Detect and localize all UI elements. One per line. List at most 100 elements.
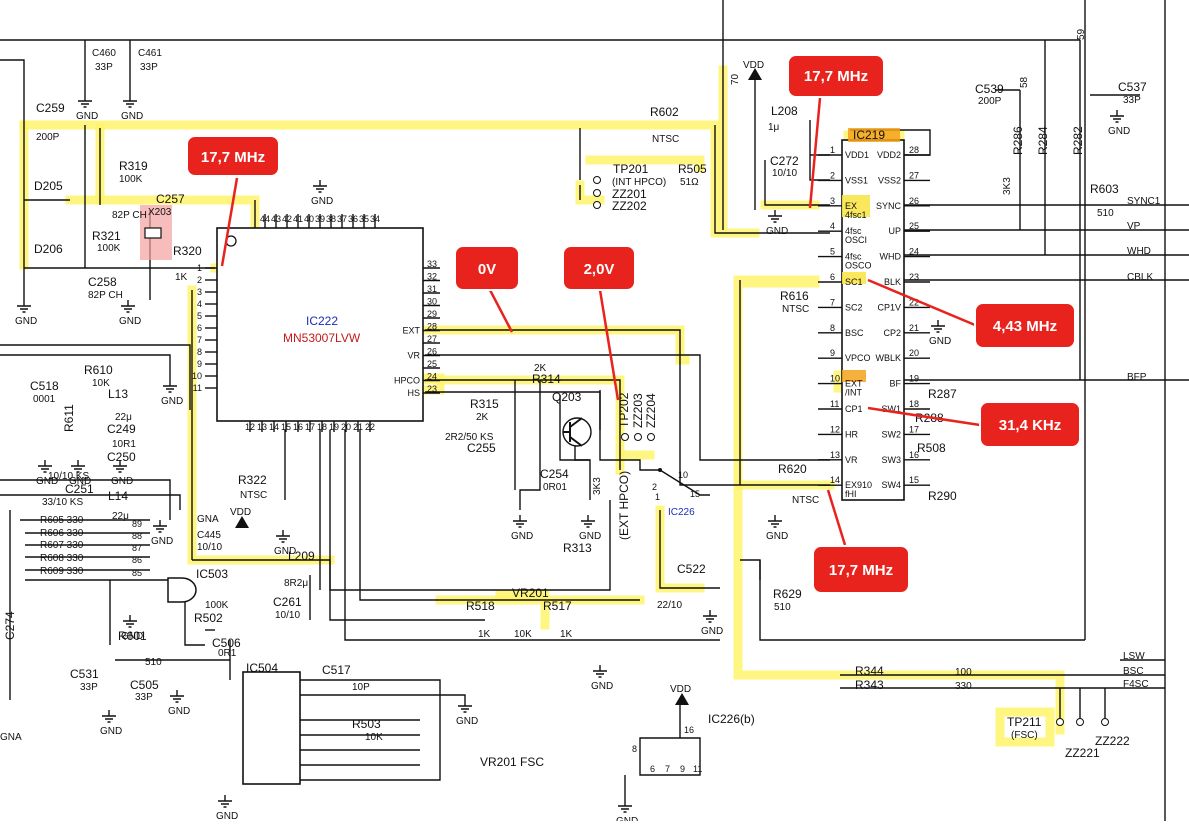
ic222-pin-bottom: 13 (257, 422, 267, 432)
svg-text:C460: C460 (92, 48, 116, 59)
svg-text:1K: 1K (478, 629, 491, 640)
svg-text:22μ: 22μ (115, 412, 132, 423)
svg-text:R290: R290 (928, 489, 957, 503)
svg-text:VR201: VR201 (512, 586, 549, 600)
callout-c2: 0V (454, 245, 520, 291)
svg-text:C272: C272 (770, 154, 799, 168)
svg-text:10/10 KS: 10/10 KS (48, 471, 89, 482)
svg-text:2K: 2K (534, 363, 547, 374)
ic219-pin-left-num: 13 (830, 450, 840, 460)
svg-text:10K: 10K (514, 629, 532, 640)
net-labels: SYNC1 VP WHD CBLK BFP LSW BSC F4SC 70 58… (0, 28, 1161, 743)
ic219-pin-left-name: fHI (845, 489, 857, 499)
svg-text:16: 16 (684, 725, 694, 735)
svg-text:GNA: GNA (0, 732, 22, 743)
ic222-part-number: MN53007LVW (283, 331, 361, 345)
gnd-label: GND (1108, 126, 1130, 137)
svg-text:R508: R508 (917, 441, 946, 455)
ic219-pin-right-name: WBLK (875, 353, 901, 363)
ic219-pin-left-name: CP1 (845, 404, 863, 414)
svg-text:L208: L208 (771, 104, 798, 118)
svg-text:R287: R287 (928, 387, 957, 401)
svg-text:C258: C258 (88, 275, 117, 289)
ic219-pin-right-num: 19 (909, 374, 919, 384)
svg-text:R319: R319 (119, 159, 148, 173)
gnd-label: GND (151, 536, 173, 547)
svg-text:C445: C445 (197, 530, 221, 541)
svg-text:(FSC): (FSC) (1011, 730, 1038, 741)
svg-text:TP201: TP201 (613, 162, 649, 176)
svg-text:Q203: Q203 (552, 390, 582, 404)
ic219-ex4fsc-highlight (842, 195, 870, 217)
ic222-pin-bottom: 18 (317, 422, 327, 432)
svg-text:2K: 2K (476, 412, 489, 423)
ic222-pin-top: 35 (359, 214, 369, 224)
ic219-pin-left-num: 14 (830, 475, 840, 485)
ic222-pin-bottom: 20 (341, 422, 351, 432)
ic503-ref: IC503 (196, 567, 228, 581)
svg-text:C274: C274 (3, 611, 17, 640)
ic222-pin-bottom: 16 (293, 422, 303, 432)
callout-c5: 4,43 MHz (974, 302, 1076, 349)
ic504-ref: IC504 (246, 661, 278, 675)
ic219-pin-right-name: CP1V (877, 302, 901, 312)
ic222-pin-right: 32 (427, 272, 437, 282)
ic219-ext-highlight (842, 370, 866, 382)
ic219-pin-right-name: SYNC (876, 201, 902, 211)
svg-text:F4SC: F4SC (1123, 679, 1149, 690)
svg-text:11: 11 (693, 764, 702, 774)
gnd-label: GND (456, 716, 478, 727)
ic222-pin-right: 24 (427, 372, 437, 382)
ic222-pin-top: 40 (304, 214, 314, 224)
svg-text:100K: 100K (119, 174, 143, 185)
svg-text:R321: R321 (92, 229, 121, 243)
ic219-pin-left-num: 10 (830, 374, 840, 384)
svg-text:R502: R502 (194, 611, 223, 625)
svg-text:R284: R284 (1036, 126, 1050, 155)
ic219-pin-right-name: BF (889, 379, 901, 389)
ic222-pin-bottom: 21 (353, 422, 363, 432)
ic219-pin-right-name: CP2 (883, 328, 901, 338)
svg-text:GNA: GNA (197, 514, 219, 525)
svg-text:1K: 1K (560, 629, 573, 640)
ic222-pin-left: 8 (197, 347, 202, 357)
svg-text:2: 2 (652, 482, 657, 492)
ic219-pin-left-num: 5 (830, 247, 835, 257)
svg-text:R344: R344 (855, 664, 884, 678)
ic219-pin-left-name: VSS1 (845, 175, 868, 185)
svg-text:0V: 0V (478, 261, 496, 278)
svg-text:3K3: 3K3 (1002, 177, 1013, 195)
ic222-pin-bottom: 22 (365, 422, 375, 432)
gnd-label: GND (511, 531, 533, 542)
ic222-pin-bottom: 12 (245, 422, 255, 432)
svg-text:C259: C259 (36, 101, 65, 115)
ic222-pin-left: 10 (192, 371, 202, 381)
svg-text:17,7 MHz: 17,7 MHz (201, 149, 265, 166)
svg-text:BFP: BFP (1127, 372, 1147, 383)
ic219-pin-left-name: OSCO (845, 261, 872, 271)
callout-c1: 17,7 MHz (186, 135, 280, 177)
svg-text:330: 330 (955, 681, 972, 692)
svg-text:TP211: TP211 (1007, 715, 1042, 729)
svg-text:C531: C531 (70, 667, 99, 681)
svg-text:ZZ201: ZZ201 (612, 187, 647, 201)
ic219-pin-left-name: OSCI (845, 235, 867, 245)
ic222-pin-right: 25 (427, 359, 437, 369)
ic219-pin-right-num: 16 (909, 450, 919, 460)
ic219-pin-right-num: 15 (909, 475, 919, 485)
svg-text:17,7 MHz: 17,7 MHz (829, 562, 893, 579)
callouts: 17,7 MHz 0V 2,0V 17,7 MHz 4,43 MHz 31,4 … (186, 54, 1081, 594)
ic222-pin-bottom: 19 (329, 422, 339, 432)
ic222-pin-bottom: 17 (305, 422, 315, 432)
gnd-label: GND (591, 681, 613, 692)
x203-label: X203 (148, 207, 172, 218)
gnd-label: GND (929, 336, 951, 347)
svg-text:C539: C539 (975, 82, 1004, 96)
svg-text:89: 89 (132, 519, 142, 529)
svg-text:4,43 MHz: 4,43 MHz (993, 318, 1057, 335)
ic222-pin-top: 41 (293, 214, 303, 224)
svg-text:R608 330: R608 330 (40, 553, 84, 564)
svg-text:2R2/50 KS: 2R2/50 KS (445, 432, 494, 443)
ic219-pin-right-num: 28 (909, 145, 919, 155)
